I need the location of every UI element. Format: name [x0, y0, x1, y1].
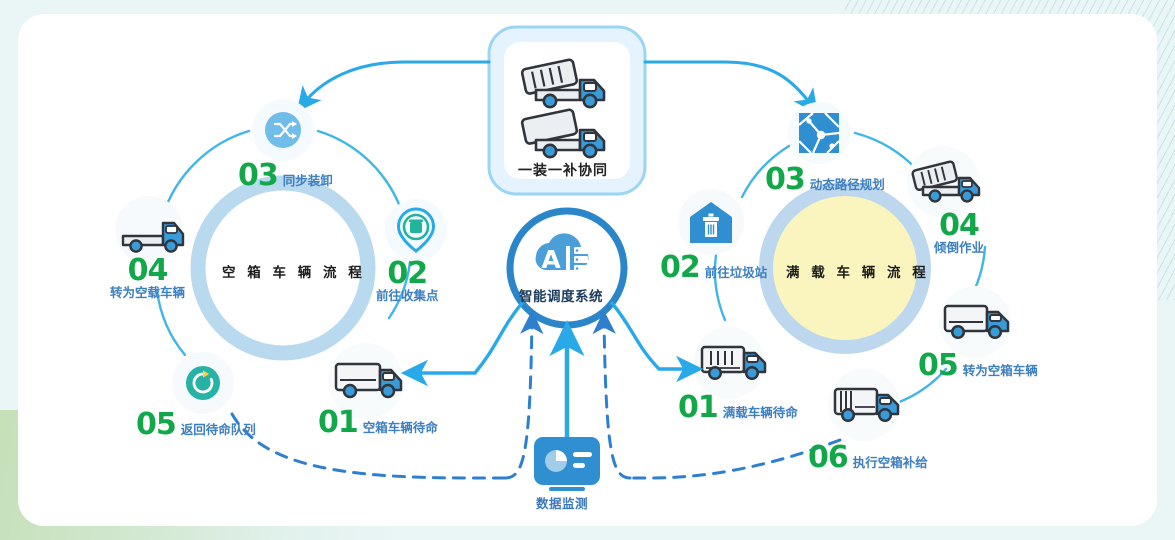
left-step-04-number: 04 — [127, 253, 169, 288]
right-step-03-caption: 动态路径规划 — [809, 178, 885, 192]
left-step-03-number: 03 — [238, 158, 279, 193]
hub-title: 一装一补协同 — [518, 162, 608, 178]
arrow-hub-to-left — [296, 60, 491, 113]
right-step-06-caption: 执行空箱补给 — [852, 456, 928, 470]
right-step-06-number: 06 — [808, 440, 849, 475]
right-step-02: 02 前往垃圾站 — [660, 250, 767, 285]
empty-van-truck-icon — [943, 304, 1010, 340]
data-monitor-screen-icon — [534, 437, 600, 491]
left-cycle-center-label: 空 箱 车 辆 流 程 — [222, 265, 366, 280]
right-step-06: 06 执行空箱补给 — [808, 440, 928, 475]
svg-text:A: A — [541, 245, 561, 274]
left-step-01: 01 空箱车辆待命 — [318, 405, 438, 440]
right-cycle-center-label: 满 载 车 辆 流 程 — [786, 265, 930, 280]
left-step-03-caption: 同步装卸 — [282, 174, 333, 188]
dumping-tipper-truck-icon — [911, 160, 981, 203]
arrow-hub-to-right — [643, 60, 819, 115]
right-step-04-caption: 倾倒作业 — [934, 240, 985, 255]
right-step-03: 03 动态路径规划 — [765, 162, 885, 197]
route-network-icon — [798, 112, 840, 154]
left-step-05: 05 返回待命队列 — [136, 407, 256, 442]
ai-cloud-server-icon: A — [535, 233, 589, 274]
right-step-05-caption: 转为空箱车辆 — [962, 364, 1038, 378]
dashed-left-feedback-up — [503, 310, 544, 480]
arrow-core-to-right-truck — [610, 301, 704, 383]
loaded-box-truck-icon — [700, 345, 767, 381]
left-step-03: 03 同步装卸 — [238, 158, 333, 193]
dashed-left-feedback — [230, 412, 507, 480]
resupply-truck-icon — [833, 387, 900, 423]
refresh-return-icon — [186, 366, 220, 400]
left-cycle-arcs — [155, 129, 412, 357]
flatbed-truck-icon — [121, 221, 185, 253]
right-step-04: 04 倾倒作业 — [934, 210, 984, 255]
arrow-core-to-left-truck — [400, 301, 524, 387]
shuffle-swap-icon — [265, 112, 301, 148]
right-step-02-number: 02 — [660, 250, 701, 285]
right-step-01-caption: 满载车辆待命 — [722, 406, 798, 420]
left-step-02-number: 02 — [387, 256, 428, 291]
left-step-05-number: 05 — [136, 407, 177, 442]
right-step-04-number: 04 — [939, 208, 980, 243]
two-tipper-trucks-icon — [520, 58, 606, 159]
right-step-03-number: 03 — [765, 162, 806, 197]
dashed-right-feedback — [628, 438, 842, 480]
empty-box-truck-icon — [334, 362, 403, 399]
left-step-05-caption: 返回待命队列 — [180, 423, 256, 437]
left-step-01-number: 01 — [318, 405, 359, 440]
left-step-04: 04 转为空载车辆 — [110, 255, 185, 300]
right-step-01-number: 01 — [678, 390, 719, 425]
right-step-05: 05 转为空箱车辆 — [918, 348, 1038, 383]
right-cycle-ring — [759, 182, 931, 354]
left-step-01-caption: 空箱车辆待命 — [362, 421, 438, 435]
left-step-02-caption: 前往收集点 — [376, 288, 439, 303]
right-step-05-number: 05 — [918, 348, 959, 383]
left-cycle-ring — [190, 175, 376, 361]
collection-point-pin-icon — [396, 207, 436, 253]
dashed-right-feedback-up — [592, 310, 632, 480]
left-step-02: 02 前往收集点 — [376, 258, 439, 303]
left-step-04-caption: 转为空载车辆 — [110, 285, 186, 300]
monitor-label: 数据监测 — [536, 497, 589, 511]
right-step-01: 01 满载车辆待命 — [678, 390, 798, 425]
right-step-02-caption: 前往垃圾站 — [704, 266, 768, 280]
core-label: 智能调度系统 — [519, 289, 603, 304]
waste-station-house-icon — [690, 202, 732, 243]
